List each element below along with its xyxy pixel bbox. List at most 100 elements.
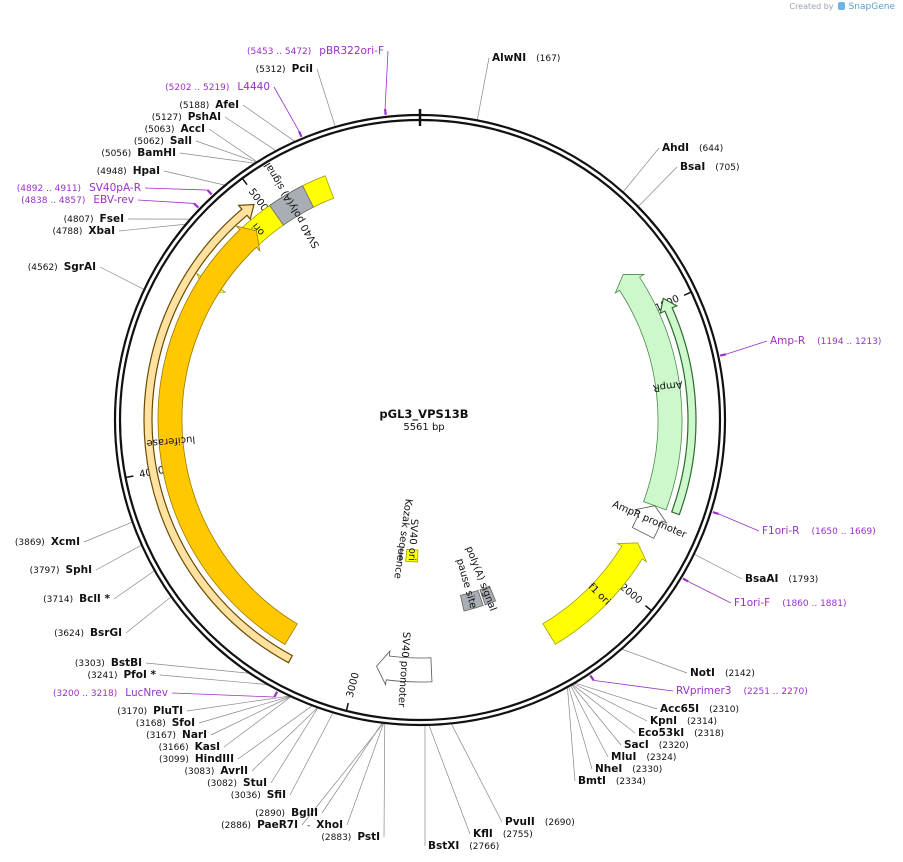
- site-bstxi[interactable]: BstXI(2766): [428, 840, 499, 852]
- primer-l4440[interactable]: L4440(5202 .. 5219): [165, 81, 270, 93]
- primer-f1ori-f[interactable]: F1ori-F(1860 .. 1881): [734, 597, 847, 609]
- site-position: (2755): [503, 830, 533, 840]
- site-acci[interactable]: AccI (5063): [145, 123, 205, 135]
- site-bamhi[interactable]: BamHI(5056): [101, 147, 176, 159]
- site-xhoi[interactable]: XhoI-: [307, 819, 343, 831]
- site-bmti[interactable]: BmtI(2334): [578, 775, 646, 787]
- site-kfli[interactable]: KflI(2755): [473, 828, 533, 840]
- leader-bglii: [321, 722, 383, 814]
- site-saci[interactable]: SacI(2320): [624, 739, 689, 751]
- site-position: (2766): [469, 842, 499, 852]
- leader-acc65i: [574, 682, 658, 710]
- site-name: AccI: [181, 123, 205, 135]
- site-mlui[interactable]: MluI(2324): [611, 751, 676, 763]
- primer-sv40pa-r[interactable]: SV40pA-R(4892 .. 4911): [17, 182, 141, 194]
- leader-pshai: [224, 116, 277, 152]
- site-stui[interactable]: StuI(3082): [207, 777, 267, 789]
- site-position: (3797): [30, 566, 60, 576]
- site-name: PciI: [292, 63, 313, 75]
- site-position: (3241): [88, 671, 118, 681]
- site-name: PaeR7I: [257, 819, 298, 831]
- site-paer7i[interactable]: PaeR7I (2886): [221, 819, 298, 831]
- site-nari[interactable]: NarI (3167): [146, 729, 207, 741]
- site-pluti[interactable]: PluTI(3170): [117, 705, 183, 717]
- site-sfii[interactable]: SfiI(3036): [231, 789, 286, 801]
- site-position: (3167): [146, 731, 176, 741]
- site-nhei[interactable]: NheI(2330): [595, 763, 662, 775]
- site-eco53ki[interactable]: Eco53kI(2318): [638, 727, 724, 739]
- site-name: StuI: [243, 777, 267, 789]
- site-sali[interactable]: SalI(5062): [134, 135, 192, 147]
- site-position: (4948): [97, 167, 127, 177]
- site-sfoi[interactable]: SfoI(3168): [136, 717, 195, 729]
- snapgene-logo-icon: [838, 2, 846, 10]
- site-sphi[interactable]: SphI(3797): [30, 564, 92, 576]
- site-position: (3036): [231, 791, 261, 801]
- primer-name: F1ori-R: [762, 525, 799, 537]
- leader-sgrai: [99, 266, 145, 290]
- site-name: HpaI: [133, 165, 160, 177]
- site-pvuii[interactable]: PvuII(2690): [505, 816, 575, 828]
- site-name: BsaI: [680, 161, 705, 173]
- site-bsaai[interactable]: BsaAI(1793): [745, 573, 818, 585]
- site-pcii[interactable]: PciI(5312): [256, 63, 313, 75]
- site-bglii[interactable]: BglII(2890): [255, 807, 318, 819]
- primer-f1ori-r[interactable]: F1ori-R(1650 .. 1669): [762, 525, 876, 537]
- primer-lucnrev[interactable]: LucNrev(3200 .. 3218): [53, 687, 168, 699]
- site-psti[interactable]: PstI(2883): [321, 831, 380, 843]
- primer-name: EBV-rev: [93, 194, 134, 206]
- site-name: PvuII: [505, 816, 535, 828]
- site-afei[interactable]: AfeI(5188): [179, 99, 239, 111]
- site-xcmi[interactable]: XcmI(3869): [15, 536, 80, 548]
- site-name: BamHI: [137, 147, 176, 159]
- primer-leader-f1ori-f: [687, 581, 732, 604]
- site-hindiii[interactable]: HindIII(3099): [159, 753, 234, 765]
- site-position: (5063): [145, 125, 175, 135]
- site-kpni[interactable]: KpnI(2314): [650, 715, 717, 727]
- primer-mark-rvprimer3: [589, 674, 595, 682]
- leader-sphi: [95, 544, 142, 571]
- site-acc65i[interactable]: Acc65I(2310): [660, 703, 739, 715]
- site-name: AfeI: [215, 99, 239, 111]
- site-kasi[interactable]: KasI(3166): [159, 741, 220, 753]
- site-fsei[interactable]: FseI(4807): [64, 213, 124, 225]
- site-hpai[interactable]: HpaI (4948): [97, 165, 160, 177]
- site-name: NarI: [182, 729, 207, 741]
- site-pfoi[interactable]: PfoI *(3241): [88, 669, 157, 681]
- primer-position: (2251 .. 2270): [744, 687, 808, 697]
- site-position: (2890): [255, 809, 285, 819]
- site-name: PshAI: [188, 111, 221, 123]
- site-xbai[interactable]: XbaI(4788): [52, 225, 115, 237]
- site-name: AhdI: [662, 142, 689, 154]
- leader-lines: [83, 50, 768, 847]
- leader-bsrgi: [125, 596, 172, 634]
- primer-ebv-rev[interactable]: EBV-rev(4838 .. 4857): [21, 194, 134, 206]
- primer-amp-r[interactable]: Amp-R(1194 .. 1213): [770, 335, 881, 347]
- site-bsrgi[interactable]: BsrGI(3624): [54, 627, 122, 639]
- site-bcli[interactable]: BclI *(3714): [43, 593, 110, 605]
- site-bstbi[interactable]: BstBI(3303): [75, 657, 142, 669]
- primer-mark-f1ori-r: [712, 511, 719, 515]
- site-sgrai[interactable]: SgrAI(4562): [28, 261, 96, 273]
- tick-mark-3000: [345, 702, 350, 712]
- site-ahdi[interactable]: AhdI(644): [662, 142, 723, 154]
- leader-xbai: [118, 223, 187, 232]
- tick-mark-1000: [683, 291, 692, 297]
- primer-mark-l4440: [298, 130, 303, 138]
- primer-pbr322ori-f[interactable]: pBR322ori-F(5453 .. 5472): [247, 45, 384, 57]
- site-position: (167): [536, 54, 560, 64]
- site-position: (2886): [221, 821, 251, 831]
- primer-rvprimer3[interactable]: RVprimer3 (2251 .. 2270): [676, 685, 808, 697]
- ampr-label: AmpR: [652, 378, 683, 393]
- site-position: (2330): [632, 765, 662, 775]
- primer-name: RVprimer3: [676, 685, 732, 697]
- site-avrii[interactable]: AvrII(3083): [184, 765, 248, 777]
- site-name: KpnI: [650, 715, 677, 727]
- site-name: BclI *: [79, 593, 110, 605]
- site-name: Eco53kI: [638, 727, 684, 739]
- site-name: SacI: [624, 739, 649, 751]
- site-bsai[interactable]: BsaI(705): [680, 161, 739, 173]
- site-alwni[interactable]: AlwNI(167): [492, 52, 560, 64]
- site-noti[interactable]: NotI(2142): [690, 667, 755, 679]
- site-pshai[interactable]: PshAI(5127): [152, 111, 221, 123]
